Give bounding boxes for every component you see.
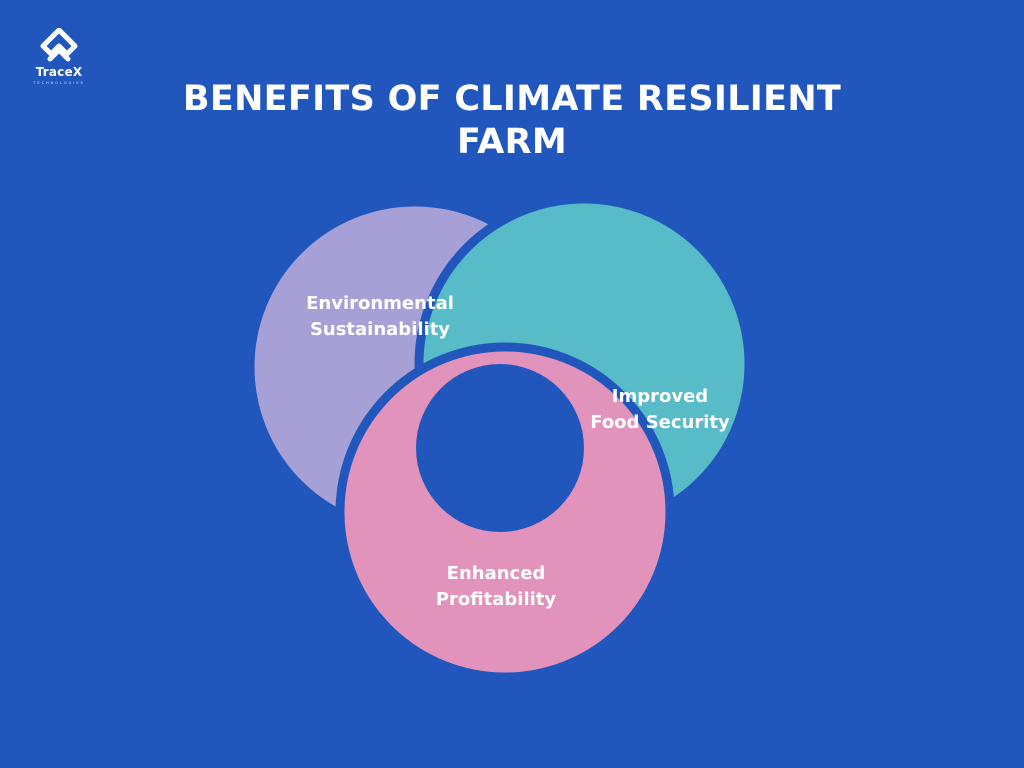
logo-subtitle: TECHNOLOGIES <box>33 81 85 85</box>
logo-brand-text: TraceX <box>35 65 83 79</box>
enhanced-profitability-label-line2: Profitability <box>436 589 557 610</box>
title-line-2: FARM <box>457 122 567 162</box>
enhanced-profitability-label-line1: Enhanced <box>447 563 546 584</box>
environmental-sustainability-label-line1: Environmental <box>306 293 454 314</box>
environmental-sustainability-label-line2: Sustainability <box>310 319 450 340</box>
improved-food-security-label-line2: Food Security <box>590 412 730 433</box>
ring-labels: EnvironmentalSustainabilityImprovedFood … <box>306 293 730 610</box>
improved-food-security-label-line1: Improved <box>612 386 708 407</box>
center-hole <box>416 364 584 532</box>
tracex-logo-icon <box>40 28 78 62</box>
page-title: BENEFITS OF CLIMATE RESILIENT FARM <box>100 78 924 164</box>
tracex-logo: TraceX TECHNOLOGIES <box>24 28 94 85</box>
ring-shapes <box>245 194 754 682</box>
title-line-1: BENEFITS OF CLIMATE RESILIENT <box>182 79 842 119</box>
